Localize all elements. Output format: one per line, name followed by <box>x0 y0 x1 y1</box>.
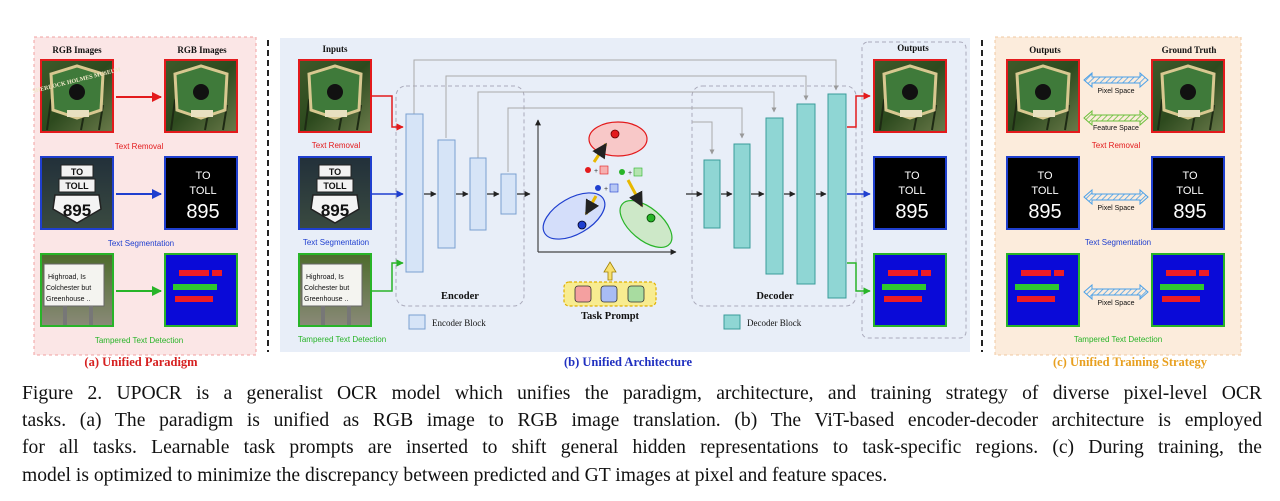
panel-a-title: (a) Unified Paradigm <box>84 355 198 369</box>
panel-a-task-text-removal: Text Removal <box>115 142 164 151</box>
figure-caption: Figure 2. UPOCR is a generalist OCR mode… <box>22 380 1262 489</box>
panel-c-gt-text-removal <box>1150 58 1226 134</box>
panel-b: Inputs Outputs Text Removal TO TOLL 895 … <box>280 38 970 369</box>
panel-b-task-tampered: Tampered Text Detection <box>298 335 386 344</box>
sign-895-text: 895 <box>63 201 91 220</box>
b-seg-toll: TOLL <box>898 185 925 197</box>
svg-text:+: + <box>594 168 598 175</box>
panel-c: Outputs Ground Truth Pixel Space Feature… <box>994 36 1242 369</box>
seg-toll-text: TOLL <box>189 185 216 197</box>
panel-c-output-text-segmentation: TO TOLL 895 <box>1006 156 1080 230</box>
panel-c-task-text-removal: Text Removal <box>1092 141 1141 150</box>
road-line1-text: Highroad, Is <box>48 274 86 281</box>
pixel-space-label-3: Pixel Space <box>1098 300 1135 307</box>
caption-line-4: model is optimized to minimize the discr… <box>22 464 888 486</box>
c-gt-toll: TOLL <box>1176 185 1203 197</box>
panel-b-outputs-label: Outputs <box>897 43 929 53</box>
sign-to-text: TO <box>71 167 83 177</box>
panel-b-input-text-removal <box>297 58 373 134</box>
pixel-space-label-1: Pixel Space <box>1098 88 1135 95</box>
feature-space-label: Feature Space <box>1093 125 1139 132</box>
svg-text:+: + <box>628 170 632 177</box>
caption-line-1: Figure 2. UPOCR is a generalist OCR mode… <box>22 383 1262 404</box>
caption-line-3: for all tasks. Learnable task prompts ar… <box>22 437 1262 459</box>
panel-a-input-text-segmentation: TO TOLL 895 <box>40 156 114 230</box>
c-seg-to: TO <box>1037 170 1053 182</box>
road-line3-text: Greenhouse .. <box>46 296 90 303</box>
panel-a-output-text-removal <box>163 58 239 134</box>
encoder-block-legend: Encoder Block <box>432 318 486 328</box>
panel-a-input-tampered: Highroad, Is Colchester but Greenhouse .… <box>40 253 114 327</box>
b-road-line1: Highroad, Is <box>306 274 344 281</box>
encoder-blocks <box>405 113 517 273</box>
panel-a-output-tampered <box>164 253 238 327</box>
panel-c-outputs-label: Outputs <box>1029 45 1061 55</box>
b-sign-to: TO <box>329 167 341 177</box>
panel-b-output-text-segmentation: TO TOLL 895 <box>873 156 947 230</box>
panel-c-output-tampered <box>1006 253 1080 327</box>
panel-c-task-tampered: Tampered Text Detection <box>1074 335 1162 344</box>
decoder-block-legend: Decoder Block <box>747 318 802 328</box>
pixel-space-arrow-1: Pixel Space <box>1083 71 1149 95</box>
panel-b-title: (b) Unified Architecture <box>564 355 692 369</box>
panel-c-gt-label: Ground Truth <box>1162 45 1217 55</box>
task-prompt: Task Prompt <box>563 261 657 322</box>
c-seg-895: 895 <box>1028 201 1061 223</box>
decoder-blocks <box>703 93 847 299</box>
task-prompt-label: Task Prompt <box>581 311 640 322</box>
pixel-space-label-2: Pixel Space <box>1098 205 1135 212</box>
b-sign-toll: TOLL <box>323 181 347 191</box>
panel-b-input-tampered: Highroad, Is Colchester but Greenhouse .… <box>298 253 372 327</box>
panel-c-output-text-removal <box>1005 58 1081 134</box>
panel-b-output-text-removal <box>872 58 948 134</box>
latent-space: + + + <box>535 119 677 255</box>
road-line2-text: Colchester but <box>46 285 91 292</box>
panel-b-inputs-label: Inputs <box>322 44 348 54</box>
panel-c-task-text-segmentation: Text Segmentation <box>1085 238 1151 247</box>
panel-a-task-tampered: Tampered Text Detection <box>95 336 183 345</box>
b-sign-895: 895 <box>321 201 349 220</box>
c-seg-toll: TOLL <box>1031 185 1058 197</box>
panel-b-task-text-segmentation: Text Segmentation <box>303 238 369 247</box>
pixel-space-arrow-2: Pixel Space <box>1083 188 1149 212</box>
panel-a: RGB Images RGB Images SHERLOCK HOLMES MU… <box>32 36 257 369</box>
caption-line-2: tasks. (a) The paradigm is unified as RG… <box>22 410 1262 432</box>
panel-c-gt-tampered <box>1151 253 1225 327</box>
pixel-space-arrow-3: Pixel Space <box>1083 283 1149 307</box>
b-seg-to: TO <box>904 170 920 182</box>
c-gt-to: TO <box>1182 170 1198 182</box>
decoder-label: Decoder <box>756 291 794 302</box>
panel-a-task-text-segmentation: Text Segmentation <box>108 239 174 248</box>
panel-c-gt-text-segmentation: TO TOLL 895 <box>1151 156 1225 230</box>
panel-a-output-text-segmentation: TO TOLL 895 <box>164 156 238 230</box>
b-seg-895: 895 <box>895 201 928 223</box>
sign-toll-text: TOLL <box>65 181 89 191</box>
c-gt-895: 895 <box>1173 201 1206 223</box>
panel-c-title: (c) Unified Training Strategy <box>1053 355 1208 369</box>
panel-b-output-tampered <box>873 253 947 327</box>
b-road-line2: Colchester but <box>304 285 349 292</box>
figure: RGB Images RGB Images SHERLOCK HOLMES MU… <box>32 36 1242 369</box>
panel-a-input-text-removal: SHERLOCK HOLMES MUSEUM <box>32 58 122 134</box>
seg-895-text: 895 <box>186 201 219 223</box>
encoder-label: Encoder <box>441 291 479 302</box>
panel-a-header-left: RGB Images <box>52 45 102 55</box>
b-road-line3: Greenhouse .. <box>304 296 348 303</box>
panel-b-task-text-removal: Text Removal <box>312 141 361 150</box>
seg-to-text: TO <box>195 170 211 182</box>
panel-a-header-right: RGB Images <box>177 45 227 55</box>
panel-b-input-text-segmentation: TO TOLL 895 <box>298 156 372 230</box>
feature-space-arrow: Feature Space <box>1083 109 1149 132</box>
svg-text:+: + <box>604 186 608 193</box>
